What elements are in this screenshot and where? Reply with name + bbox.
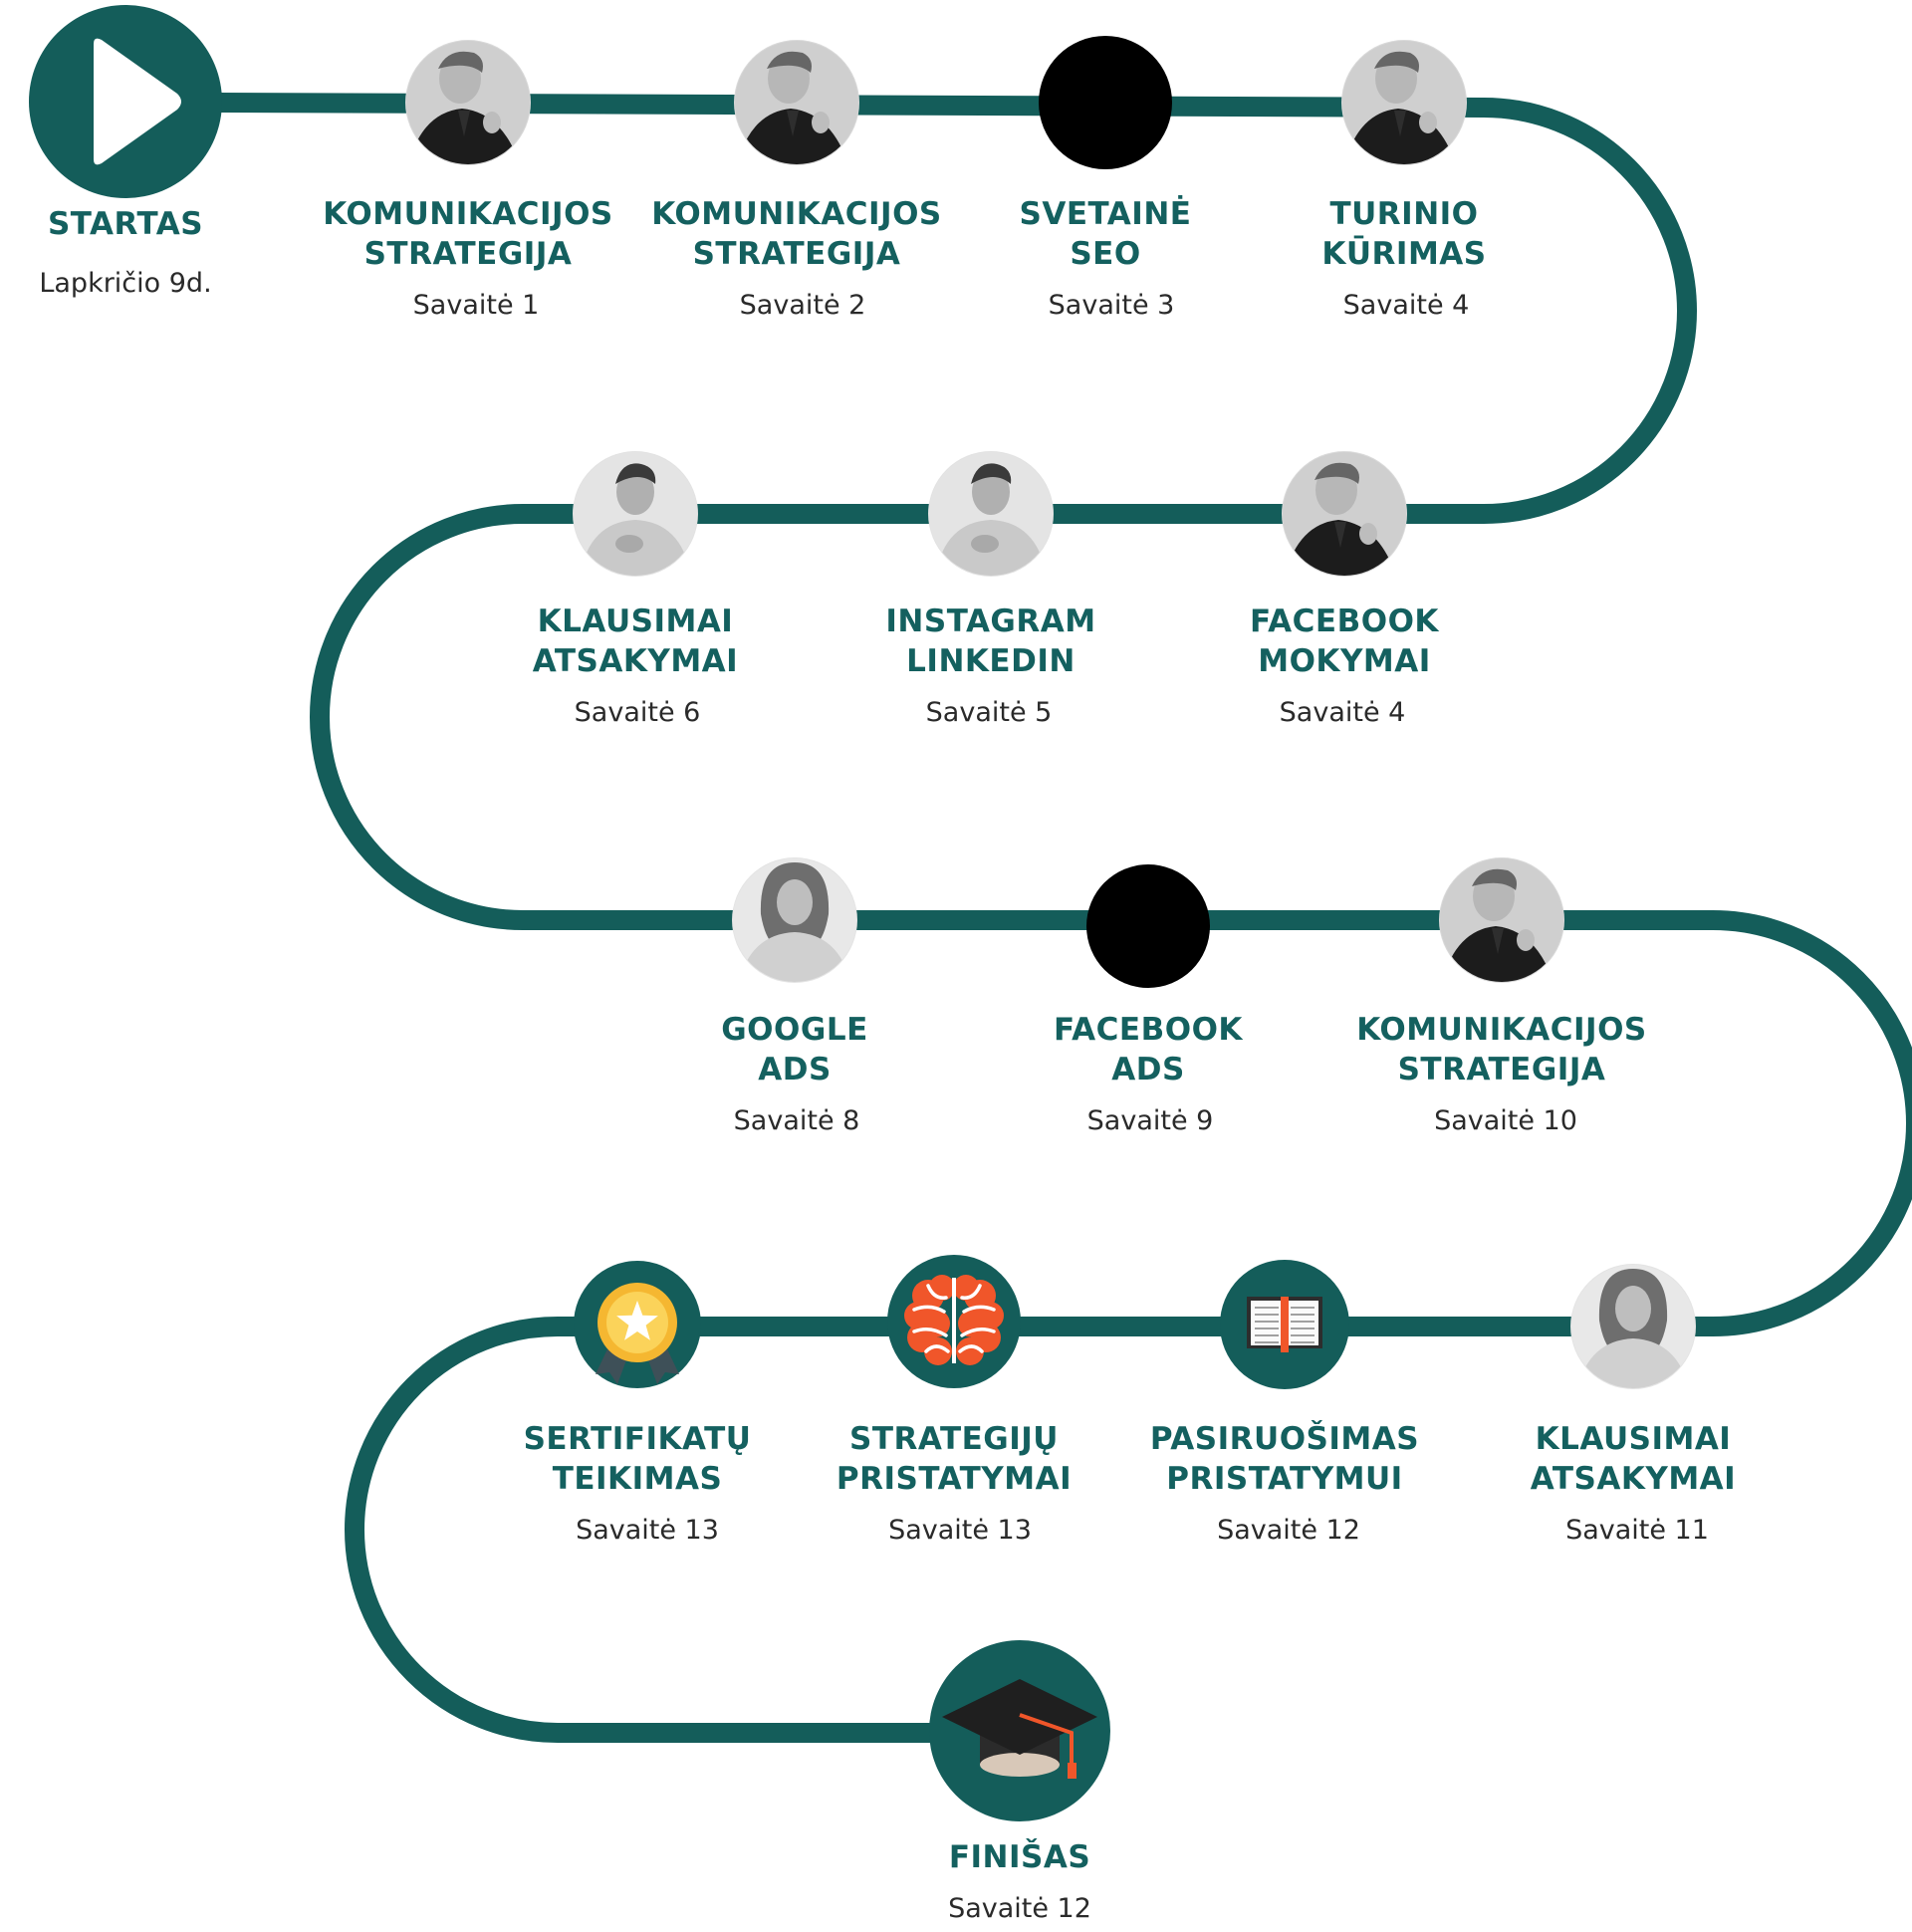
avatar-man-black-shirt <box>1439 857 1564 983</box>
step-title: INSTAGRAM <box>885 604 1096 639</box>
step-title: ATSAKYMAI <box>1530 1461 1737 1497</box>
step-s10: KOMUNIKACIJOS STRATEGIJA Savaitė 10 <box>1356 1010 1647 1139</box>
step-s6: INSTAGRAM LINKEDIN Savaitė 5 <box>885 602 1095 731</box>
step-s3: SVETAINĖ SEO Savaitė 3 <box>1020 194 1192 324</box>
brain-icon <box>887 1255 1021 1388</box>
step-s9: FACEBOOK ADS Savaitė 9 <box>1054 1010 1243 1139</box>
step-title: TURINIO <box>1329 196 1479 232</box>
step-week: Savaitė 3 <box>1048 290 1175 321</box>
blank-dark-circle <box>1039 36 1172 169</box>
step-title: STRATEGIJŲ <box>849 1421 1059 1457</box>
step-title: KOMUNIKACIJOS <box>651 196 942 232</box>
step-title: KLAUSIMAI <box>537 604 734 639</box>
step-title: KLAUSIMAI <box>1535 1421 1732 1457</box>
open-book-icon <box>1220 1260 1349 1389</box>
step-title: FACEBOOK <box>1250 604 1439 639</box>
step-week: Savaitė 2 <box>739 290 866 321</box>
step-week: Savaitė 11 <box>1565 1515 1709 1546</box>
step-title: STRATEGIJA <box>1397 1052 1606 1087</box>
step-week: Savaitė 5 <box>925 697 1053 728</box>
step-start: STARTAS Lapkričio 9d. <box>39 204 211 302</box>
step-s2: KOMUNIKACIJOS STRATEGIJA Savaitė 2 <box>651 194 942 324</box>
step-title: TEIKIMAS <box>552 1461 723 1497</box>
step-title: STRATEGIJA <box>363 236 573 272</box>
step-week: Lapkričio 9d. <box>39 268 212 299</box>
step-title: FACEBOOK <box>1054 1012 1243 1048</box>
graduation-cap-icon <box>929 1640 1110 1821</box>
step-title: ADS <box>758 1052 832 1087</box>
blank-dark-circle <box>1086 864 1210 988</box>
step-week: Savaitė 13 <box>576 1515 719 1546</box>
step-finish: FINIŠAS Savaitė 12 <box>948 1837 1091 1927</box>
step-title: KOMUNIKACIJOS <box>323 196 613 232</box>
step-title: KŪRIMAS <box>1321 236 1487 272</box>
step-title: MOKYMAI <box>1258 643 1431 679</box>
step-title: PASIRUOŠIMAS <box>1149 1421 1420 1457</box>
step-s4: TURINIO KŪRIMAS Savaitė 4 <box>1321 194 1486 324</box>
step-s13: STRATEGIJŲ PRISTATYMAI Savaitė 13 <box>836 1419 1072 1549</box>
step-title: ATSAKYMAI <box>532 643 739 679</box>
step-title: STRATEGIJA <box>692 236 901 272</box>
avatar-man-sweater <box>573 451 698 577</box>
step-s5: FACEBOOK MOKYMAI Savaitė 4 <box>1250 602 1439 731</box>
step-s8: GOOGLE ADS Savaitė 8 <box>721 1010 868 1139</box>
step-week: Savaitė 1 <box>412 290 540 321</box>
avatar-man-sweater <box>928 451 1054 577</box>
avatar-man-black-shirt <box>734 40 859 165</box>
avatar-man-black-shirt <box>405 40 531 165</box>
step-week: Savaitė 9 <box>1086 1105 1214 1136</box>
step-title: SEO <box>1070 236 1141 272</box>
step-title: LINKEDIN <box>906 643 1076 679</box>
step-title: SVETAINĖ <box>1019 196 1192 232</box>
step-title: KOMUNIKACIJOS <box>1356 1012 1647 1048</box>
avatar-man-black-shirt <box>1282 451 1407 577</box>
step-s7: KLAUSIMAI ATSAKYMAI Savaitė 6 <box>533 602 738 731</box>
step-week: Savaitė 12 <box>948 1893 1091 1924</box>
step-title: FINIŠAS <box>948 1839 1091 1875</box>
step-title: STARTAS <box>47 206 204 242</box>
step-title: PRISTATYMUI <box>1166 1461 1403 1497</box>
step-week: Savaitė 6 <box>574 697 701 728</box>
step-s12: PASIRUOŠIMAS PRISTATYMUI Savaitė 12 <box>1150 1419 1419 1549</box>
step-week: Savaitė 10 <box>1434 1105 1577 1136</box>
step-title: GOOGLE <box>721 1012 868 1048</box>
step-week: Savaitė 4 <box>1279 697 1406 728</box>
step-week: Savaitė 4 <box>1342 290 1470 321</box>
step-title: PRISTATYMAI <box>836 1461 1073 1497</box>
step-week: Savaitė 13 <box>888 1515 1032 1546</box>
play-icon <box>29 5 222 198</box>
step-s11: KLAUSIMAI ATSAKYMAI Savaitė 11 <box>1531 1419 1736 1549</box>
avatar-woman <box>1570 1264 1696 1389</box>
avatar-woman <box>732 857 857 983</box>
medal-icon <box>574 1261 701 1388</box>
step-s1: KOMUNIKACIJOS STRATEGIJA Savaitė 1 <box>323 194 613 324</box>
step-title: ADS <box>1111 1052 1185 1087</box>
step-s14: SERTIFIKATŲ TEIKIMAS Savaitė 13 <box>524 1419 752 1549</box>
step-week: Savaitė 8 <box>733 1105 860 1136</box>
step-week: Savaitė 12 <box>1217 1515 1360 1546</box>
avatar-man-black-shirt <box>1341 40 1467 165</box>
step-title: SERTIFIKATŲ <box>523 1421 752 1457</box>
